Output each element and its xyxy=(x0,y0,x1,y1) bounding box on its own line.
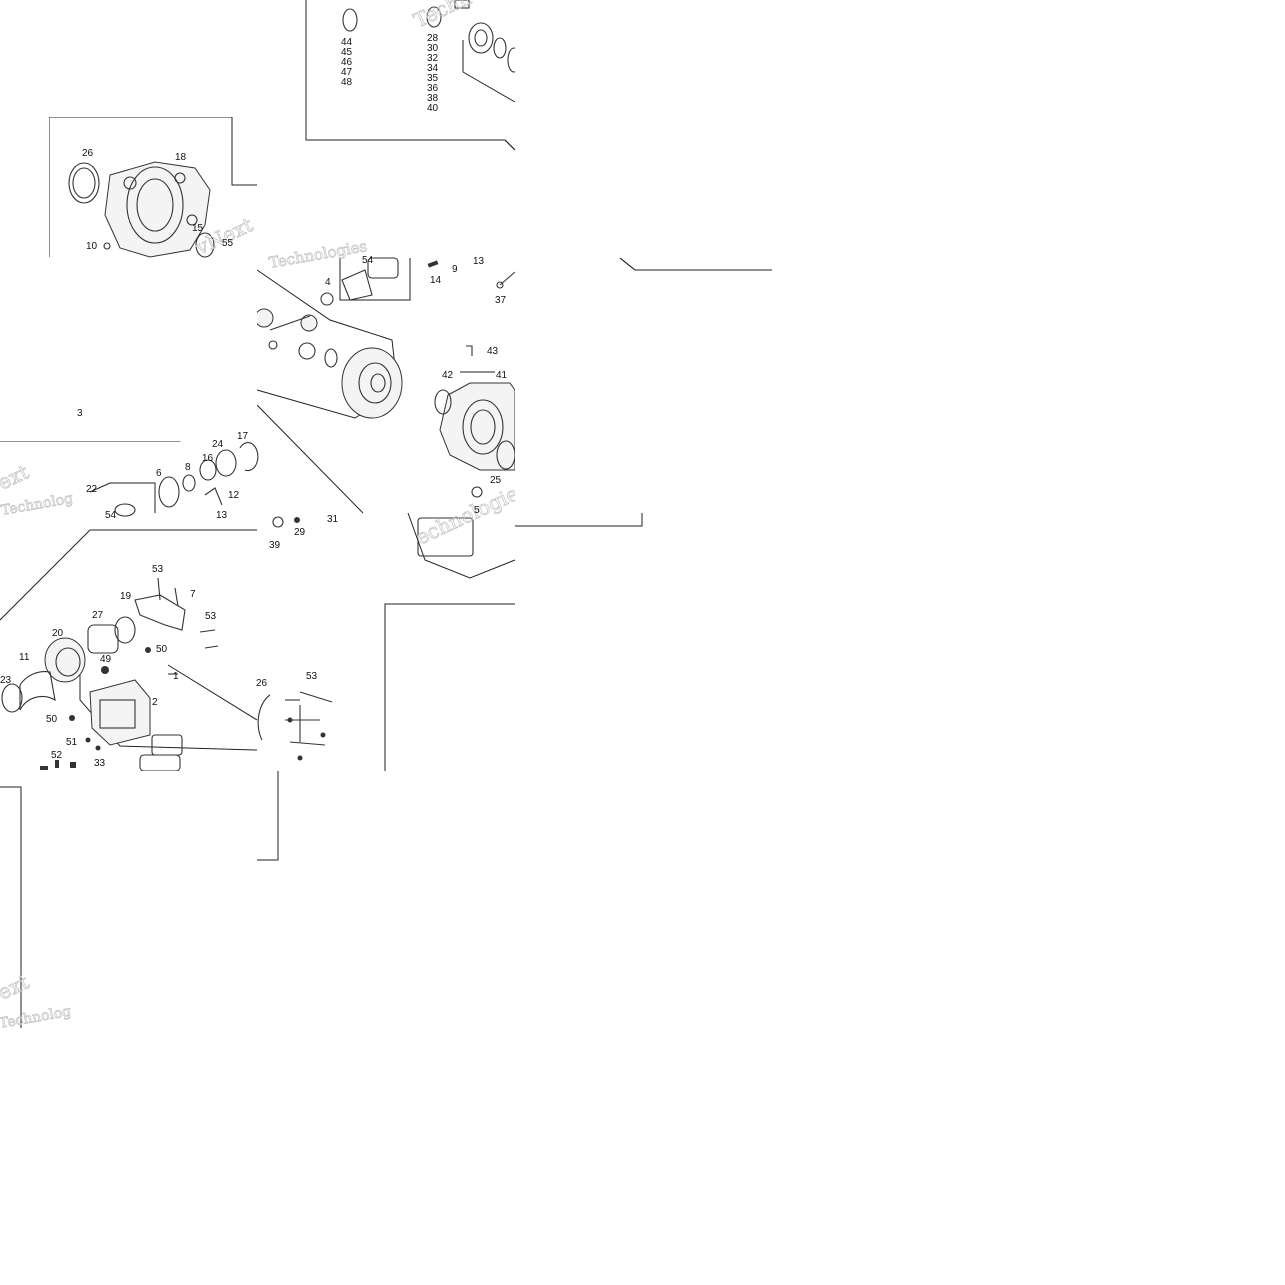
watermark-text: Technologies xyxy=(268,237,369,272)
callout-label: 53 xyxy=(152,564,164,575)
callout-label: 40 xyxy=(427,103,439,114)
watermark-text: Techn xyxy=(410,0,475,33)
watermark-text: echnologies xyxy=(412,477,531,550)
callout-label: 1 xyxy=(173,671,179,682)
callout-label: 18 xyxy=(175,152,187,163)
callout-label: 14 xyxy=(430,275,442,286)
callout-label: 8 xyxy=(185,462,191,473)
callout-label: 53 xyxy=(306,671,318,682)
callout-label: 44 xyxy=(341,37,353,48)
parts-gears-center xyxy=(254,257,516,419)
callout-label: 9 xyxy=(452,264,458,275)
parts-shaft-row xyxy=(114,442,300,528)
callout-label: 41 xyxy=(496,370,508,381)
callout-label: 32 xyxy=(427,53,439,64)
callout-label: 50 xyxy=(156,644,168,655)
callout-label: 6 xyxy=(156,468,162,479)
callout-label: 52 xyxy=(51,750,63,761)
callout-label: 20 xyxy=(52,628,64,639)
callout-label: 24 xyxy=(212,439,224,450)
parts-top-box xyxy=(342,0,521,73)
parts-lower-left xyxy=(1,577,219,772)
callout-label: 13 xyxy=(216,510,228,521)
callout-label: 5 xyxy=(474,505,480,516)
callout-label: 34 xyxy=(427,63,439,74)
callout-label: 49 xyxy=(100,654,112,665)
callout-label: 54 xyxy=(105,510,117,521)
callout-label: 36 xyxy=(427,83,439,94)
callout-label: 47 xyxy=(341,67,353,78)
callout-label: 22 xyxy=(86,484,98,495)
callout-label: 35 xyxy=(427,73,439,84)
callout-label: 38 xyxy=(427,93,439,104)
callout-label: 45 xyxy=(341,47,353,58)
callout-label: 26 xyxy=(82,148,94,159)
callout-label: 15 xyxy=(192,223,204,234)
parts-housing xyxy=(68,161,215,258)
callout-label: 33 xyxy=(94,758,106,769)
callout-label: 55 xyxy=(222,238,234,249)
callout-label: 3 xyxy=(77,408,83,419)
callout-label: 54 xyxy=(362,255,374,266)
callout-label: 37 xyxy=(495,295,507,306)
callout-label: 25 xyxy=(490,475,502,486)
watermark-text: ext xyxy=(0,460,32,495)
callout-label: 16 xyxy=(202,453,214,464)
callout-label: 4 xyxy=(325,277,331,288)
callout-label: 29 xyxy=(294,527,306,538)
watermark-text: Technolog xyxy=(0,491,74,519)
callout-label: 27 xyxy=(92,610,104,621)
callout-label: 2 xyxy=(152,697,158,708)
callout-label: 10 xyxy=(86,241,98,252)
callout-label: 11 xyxy=(19,652,30,663)
callout-label: 30 xyxy=(427,43,439,54)
callout-label: 31 xyxy=(327,514,339,525)
callout-label: 13 xyxy=(473,256,485,267)
callout-label: 19 xyxy=(120,591,132,602)
callout-label: 51 xyxy=(66,737,78,748)
callout-label: 23 xyxy=(0,675,12,686)
callout-label: 17 xyxy=(237,431,249,442)
callout-label: 26 xyxy=(256,678,268,689)
parts-bolt-group xyxy=(256,517,474,807)
callout-label: 12 xyxy=(228,490,240,501)
callout-label: 53 xyxy=(205,611,217,622)
callout-label: 43 xyxy=(487,346,499,357)
callout-label: 46 xyxy=(341,57,353,68)
callout-label: 39 xyxy=(269,540,281,551)
parts-cover-right xyxy=(434,345,516,498)
callout-label: 7 xyxy=(190,589,196,600)
callout-labels: 44 45 46 47 48 28 30 32 34 35 36 38 40 2… xyxy=(0,33,508,769)
callout-label: 28 xyxy=(427,33,439,44)
callout-label: 42 xyxy=(442,370,454,381)
callout-label: 50 xyxy=(46,714,58,725)
callout-label: 48 xyxy=(341,77,353,88)
